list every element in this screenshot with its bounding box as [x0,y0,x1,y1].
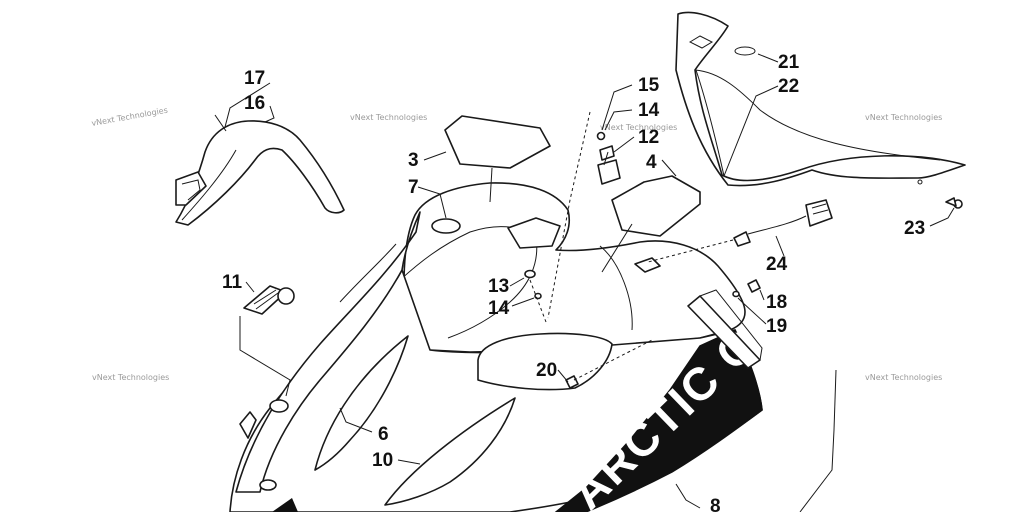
callout-14-bottom: 14 [488,298,510,319]
callouts: 17 16 3 7 15 14 12 4 21 22 23 24 11 13 1… [222,52,925,512]
callout-22: 22 [778,76,799,97]
callout-15: 15 [638,75,660,96]
callout-4: 4 [646,152,657,173]
decal-4 [611,175,701,237]
switch-part [596,131,621,185]
leader-lines [224,53,955,512]
callout-7: 7 [408,177,419,198]
callout-6: 6 [378,424,389,445]
grommet-part [524,269,542,300]
watermark: vNext Technologies [91,106,169,128]
callout-12: 12 [638,127,659,148]
hood-part [675,11,966,187]
callout-17: 17 [244,68,265,89]
callout-3: 3 [408,150,419,171]
callout-13: 13 [488,276,509,297]
callout-21: 21 [778,52,800,73]
watermark: vNext Technologies [350,113,427,122]
vent-plate-part [243,285,295,315]
callout-8: 8 [710,496,721,512]
callout-20: 20 [536,360,557,381]
watermark: vNext Technologies [92,373,169,382]
deflector-part [175,114,345,226]
callout-18: 18 [766,292,787,313]
decal-3 [444,115,551,169]
callout-23: 23 [904,218,925,239]
callout-14-top: 14 [638,100,660,121]
connector-part [733,199,833,247]
bolt-part [732,279,761,298]
watermark: vNext Technologies [600,123,677,132]
watermark: vNext Technologies [865,113,942,122]
callout-24: 24 [766,254,788,275]
rivet-part [945,197,963,209]
callout-10: 10 [372,450,393,471]
callout-11: 11 [222,272,243,293]
callout-16: 16 [244,93,265,114]
watermark: vNext Technologies [865,373,942,382]
main-hood: ARCTIC CAT [229,182,811,512]
callout-19: 19 [766,316,787,337]
